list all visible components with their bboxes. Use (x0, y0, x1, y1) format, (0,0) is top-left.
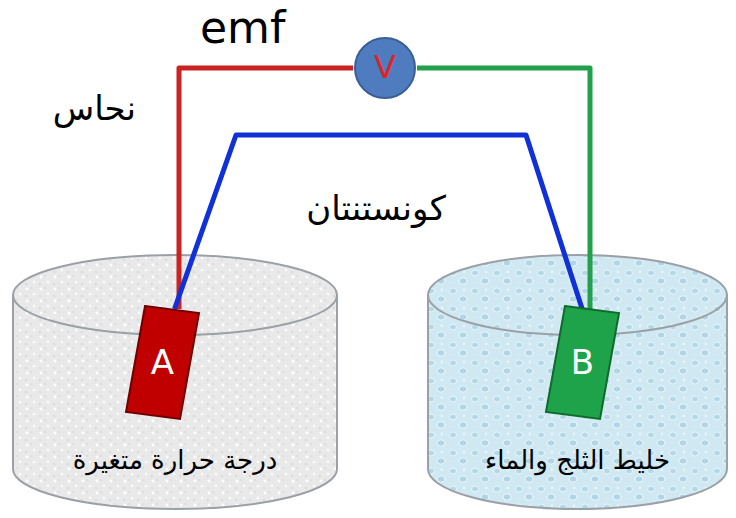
junction-plate-shape (126, 306, 199, 419)
node-label: V (374, 50, 396, 85)
beaker-body (13, 295, 337, 509)
hot-junction: A (125, 305, 200, 420)
node-label: B (571, 344, 594, 381)
beaker: درجة حرارة متغيرة A (10, 250, 340, 512)
cold-junction: B (545, 305, 620, 420)
voltmeter: V (353, 36, 417, 100)
node-label: A (151, 344, 174, 381)
junction-plate-shape (546, 306, 619, 419)
wire-name: نحاس (53, 90, 136, 127)
voltmeter-circle (355, 38, 415, 98)
beaker-label: درجة حرارة متغيرة (73, 446, 278, 475)
beaker: خليط الثلج والماء B (425, 250, 730, 512)
wire-name: كونستنتان (306, 190, 446, 227)
beaker-body (428, 295, 727, 509)
emf-label: emf (200, 4, 285, 52)
beaker-label: خليط الثلج والماء (485, 446, 670, 475)
